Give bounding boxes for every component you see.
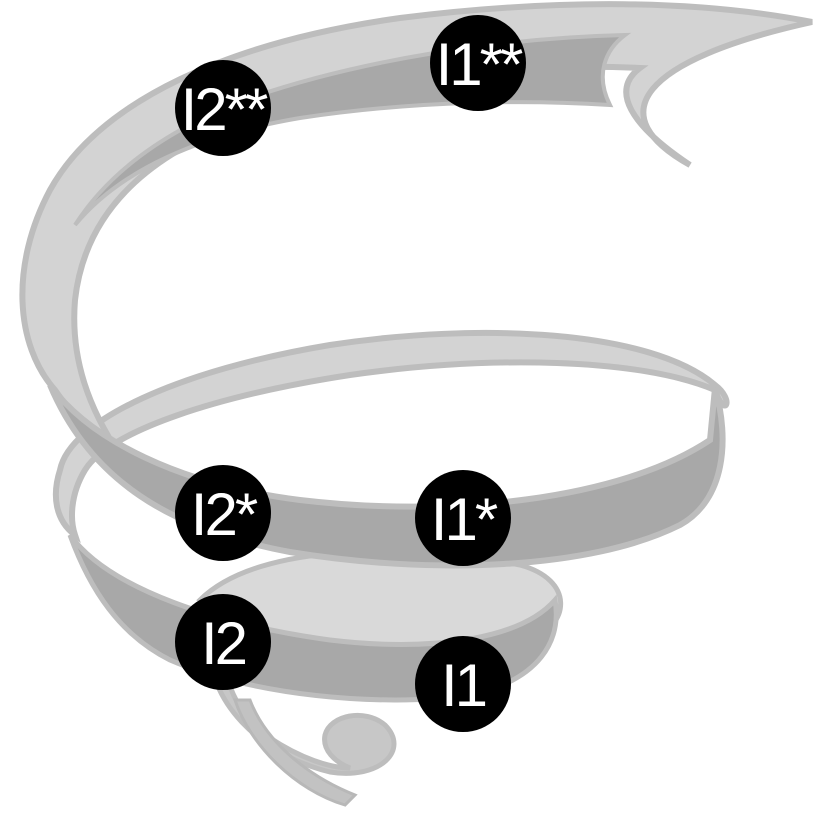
- marker-i1-star: I1*: [415, 470, 511, 566]
- marker-label: I2**: [181, 76, 268, 143]
- marker-label: I2*: [191, 481, 258, 548]
- marker-label: I1**: [436, 31, 523, 98]
- marker-i2-double-star: I2**: [175, 60, 271, 156]
- marker-label: I2: [201, 610, 246, 677]
- ribbon-upper-arc: [22, 4, 812, 455]
- marker-label: I1*: [431, 486, 498, 553]
- marker-i1: I1: [415, 636, 511, 732]
- marker-i1-double-star: I1**: [430, 15, 526, 111]
- marker-i2-star: I2*: [175, 465, 271, 561]
- marker-label: I1: [441, 652, 486, 719]
- marker-i2: I2: [175, 594, 271, 690]
